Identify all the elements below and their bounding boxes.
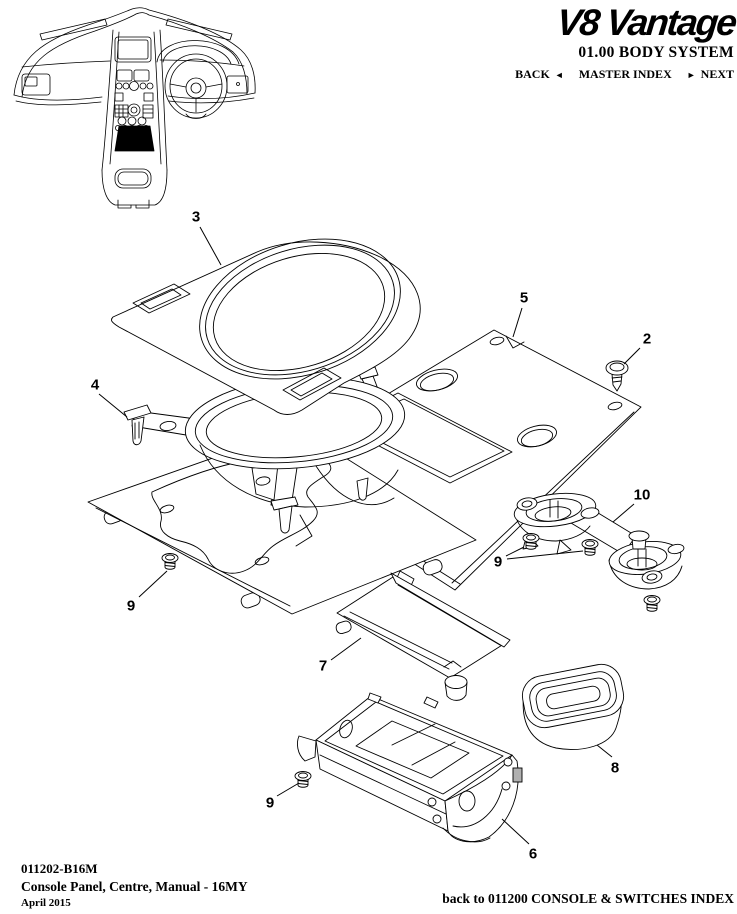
callout-leader-2 [623, 347, 641, 365]
dashboard-line-art [13, 7, 256, 209]
callout-7: 7 [319, 658, 327, 675]
console-panel-highlight [114, 125, 155, 152]
callout-leader-3 [199, 226, 222, 266]
callout-leader-5 [512, 307, 523, 338]
part-2-screw [605, 360, 629, 392]
callout-10: 10 [634, 487, 651, 504]
part-10-cupholder-assembly [513, 492, 685, 590]
section-title: 01.00 BODY SYSTEM [578, 44, 734, 61]
box-latch-tab [512, 767, 523, 783]
steering-wheel [164, 53, 228, 119]
callout-leader-9 [505, 546, 525, 557]
part-8-rubber-insert [521, 663, 625, 750]
part-7-tray [335, 572, 511, 701]
part-4-shifter-frame [123, 366, 406, 534]
callout-leader-10 [612, 503, 635, 523]
clip-left [123, 404, 152, 446]
document-info: 011202-B16M Console Panel, Centre, Manua… [21, 862, 248, 909]
back-arrow-icon: ◄ [554, 69, 564, 80]
callout-layer: 3 4 5 2 10 9 9 7 9 8 6 [91, 209, 651, 863]
callout-2: 2 [643, 331, 651, 348]
part-3-top-panel [111, 238, 421, 415]
next-label: NEXT [700, 67, 734, 81]
callout-8: 8 [611, 760, 619, 777]
clip-bottom [270, 496, 299, 534]
master-index-button[interactable]: MASTER INDEX [578, 67, 672, 81]
back-to-index-link[interactable]: back to 011200 CONSOLE & SWITCHES INDEX [442, 891, 734, 906]
callout-5: 5 [520, 290, 528, 307]
back-button[interactable]: BACK ◄ [515, 67, 564, 82]
callout-9: 9 [266, 795, 274, 812]
callout-leader-9 [276, 782, 300, 797]
callout-leader-4 [98, 393, 128, 418]
header-nav: BACK ◄ MASTER INDEX ► NEXT [515, 67, 734, 82]
part-6-storage-box [297, 692, 523, 843]
dashboard-location-thumbnail [13, 7, 256, 209]
callout-3: 3 [192, 209, 200, 226]
callout-9: 9 [127, 598, 135, 615]
callout-leader-8 [596, 744, 613, 758]
document-number: 011202-B16M [21, 861, 98, 876]
callout-leader-9 [506, 550, 584, 560]
callout-leader-7 [330, 637, 362, 661]
callout-9: 9 [494, 554, 502, 571]
callout-6: 6 [529, 846, 537, 863]
callout-4: 4 [91, 377, 100, 394]
back-label: BACK [515, 67, 550, 81]
callout-leader-9 [138, 570, 168, 598]
callout-leader-6 [501, 818, 530, 845]
document-date: April 2015 [21, 897, 71, 909]
document-title: Console Panel, Centre, Manual - 16MY [21, 878, 248, 894]
next-arrow-icon: ► [686, 69, 696, 80]
next-button[interactable]: ► NEXT [687, 67, 734, 82]
